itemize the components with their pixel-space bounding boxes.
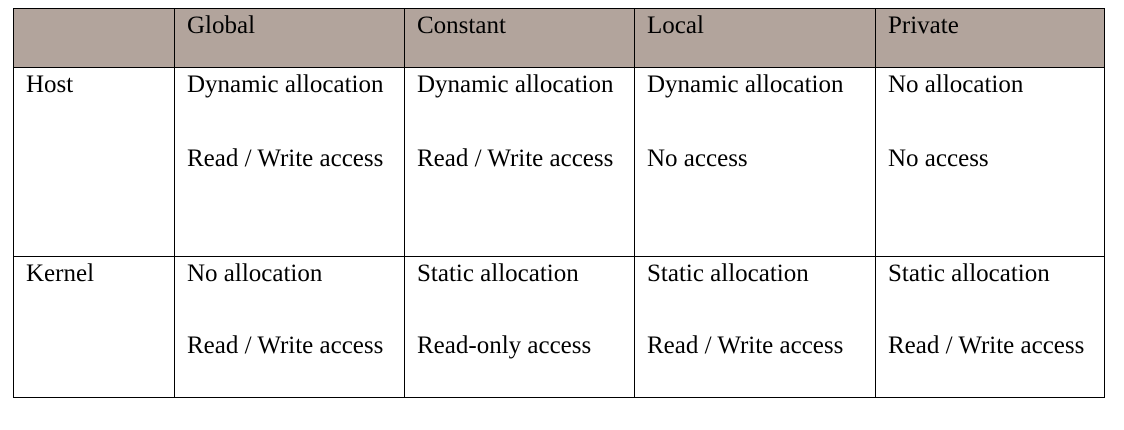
cell-host-constant: Dynamic allocation Read / Write access bbox=[404, 67, 635, 257]
row-label-host: Host bbox=[13, 67, 175, 257]
cell-kernel-constant: Static allocation Read-only access bbox=[404, 256, 635, 398]
allocation-text: Static allocation bbox=[647, 260, 809, 287]
cell-host-global: Dynamic allocation Read / Write access bbox=[174, 67, 405, 257]
allocation-text: Static allocation bbox=[417, 260, 579, 287]
column-header-local: Local bbox=[634, 8, 876, 68]
access-text: Read / Write access bbox=[417, 145, 614, 172]
access-text: Read / Write access bbox=[888, 332, 1085, 359]
column-header-constant: Constant bbox=[404, 8, 635, 68]
access-text: Read / Write access bbox=[647, 332, 844, 359]
cell-kernel-global: No allocation Read / Write access bbox=[174, 256, 405, 398]
table-row-host: Host Dynamic allocation Read / Write acc… bbox=[13, 67, 1105, 257]
allocation-text: Dynamic allocation bbox=[417, 71, 614, 98]
cell-host-local: Dynamic allocation No access bbox=[634, 67, 876, 257]
cell-host-private: No allocation No access bbox=[875, 67, 1105, 257]
column-header-global: Global bbox=[174, 8, 405, 68]
allocation-text: Dynamic allocation bbox=[647, 71, 844, 98]
allocation-text: Static allocation bbox=[888, 260, 1050, 287]
header-row: Global Constant Local Private bbox=[13, 8, 1105, 68]
header-corner-cell bbox=[13, 8, 175, 68]
cell-kernel-local: Static allocation Read / Write access bbox=[634, 256, 876, 398]
access-text: Read / Write access bbox=[187, 145, 384, 172]
access-text: No access bbox=[888, 145, 989, 172]
allocation-text: Dynamic allocation bbox=[187, 71, 384, 98]
access-text: Read-only access bbox=[417, 332, 592, 359]
memory-access-table: Global Constant Local Private Host Dynam… bbox=[13, 8, 1105, 398]
cell-kernel-private: Static allocation Read / Write access bbox=[875, 256, 1105, 398]
column-header-private: Private bbox=[875, 8, 1105, 68]
table-row-kernel: Kernel No allocation Read / Write access… bbox=[13, 256, 1105, 398]
row-label-kernel: Kernel bbox=[13, 256, 175, 398]
allocation-text: No allocation bbox=[187, 260, 323, 287]
allocation-text: No allocation bbox=[888, 71, 1024, 98]
access-text: No access bbox=[647, 145, 748, 172]
access-text: Read / Write access bbox=[187, 332, 384, 359]
